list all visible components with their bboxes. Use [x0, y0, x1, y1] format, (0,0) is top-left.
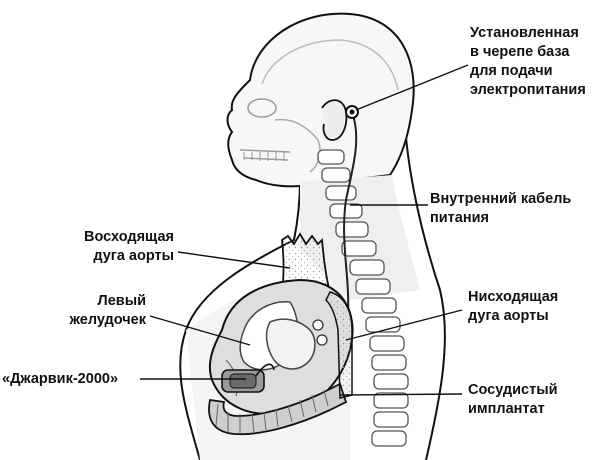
body-outline [179, 124, 446, 460]
label-line: Сосудистый [468, 382, 558, 398]
descending-aorta [325, 291, 353, 399]
label-ascending-aorta: Восходящая дуга аорты [84, 228, 174, 266]
ascending-aorta [280, 232, 332, 293]
label-left-ventricle: Левый желудочек [70, 292, 146, 330]
label-jarvik: «Джарвик-2000» [2, 370, 118, 389]
label-line: дуга аорты [93, 248, 174, 264]
label-line: Восходящая [84, 229, 174, 245]
label-line: питания [430, 210, 489, 226]
head-outline [226, 12, 415, 188]
leader-lines [140, 64, 469, 396]
label-internal-cable: Внутренний кабель питания [430, 190, 571, 228]
label-line: в черепе база [470, 44, 570, 60]
label-line: для подачи [470, 63, 553, 79]
label-descending-aorta: Нисходящая дуга аорты [468, 288, 558, 326]
label-line: Внутренний кабель [430, 191, 572, 207]
jarvik-pump [221, 363, 275, 393]
label-line: Нисходящая [468, 289, 559, 305]
label-line: дуга аорты [468, 308, 549, 324]
label-vascular-graft: Сосудистый имплантат [468, 381, 558, 419]
label-line: «Джарвик-2000» [2, 371, 119, 387]
label-line: электропитания [470, 82, 586, 98]
label-skull-base: Установленная в черепе база для подачи э… [470, 24, 586, 100]
label-line: желудочек [69, 312, 146, 328]
ear [321, 99, 348, 141]
label-line: имплантат [468, 401, 545, 417]
label-line: Установленная [470, 25, 579, 41]
label-line: Левый [97, 293, 146, 309]
